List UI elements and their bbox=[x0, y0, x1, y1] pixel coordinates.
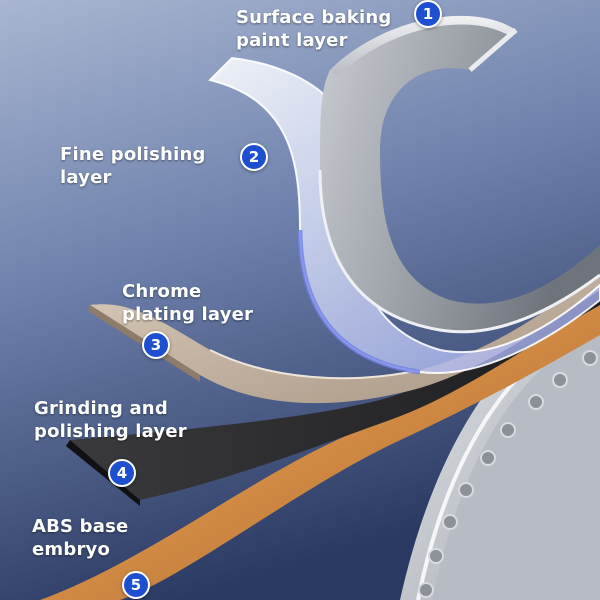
abs-base-layer bbox=[40, 300, 600, 600]
layer-4-line1: Grinding and bbox=[34, 398, 168, 419]
layer-5-line2: embryo bbox=[32, 539, 111, 560]
layer-3-line2: plating layer bbox=[122, 304, 254, 325]
layer-1-label: Surface baking paint layer bbox=[236, 6, 391, 52]
layer-1-line2: paint layer bbox=[236, 30, 348, 51]
layer-4-label: Grinding and polishing layer bbox=[34, 397, 187, 443]
layer-2-label: Fine polishing layer bbox=[60, 143, 206, 189]
layer-3-line1: Chrome bbox=[122, 281, 202, 302]
layer-4-line2: polishing layer bbox=[34, 421, 187, 442]
layer-1-line1: Surface baking bbox=[236, 7, 392, 28]
layer-5-label: ABS base embryo bbox=[32, 515, 128, 561]
layer-2-line1: Fine polishing bbox=[60, 144, 206, 165]
layer-1-badge: 1 bbox=[414, 0, 442, 28]
layer-5-line1: ABS base bbox=[32, 516, 129, 537]
layer-3-label: Chrome plating layer bbox=[122, 280, 253, 326]
layer-4-badge: 4 bbox=[108, 459, 136, 487]
wheel-rim bbox=[400, 300, 600, 600]
grinding-layer bbox=[70, 290, 600, 500]
layer-5-badge: 5 bbox=[122, 571, 150, 599]
surface-paint-layer bbox=[320, 15, 600, 332]
chrome-plating-layer bbox=[90, 270, 600, 404]
layer-2-line2: layer bbox=[60, 167, 112, 188]
layer-3-badge: 3 bbox=[142, 331, 170, 359]
layer-2-badge: 2 bbox=[240, 143, 268, 171]
